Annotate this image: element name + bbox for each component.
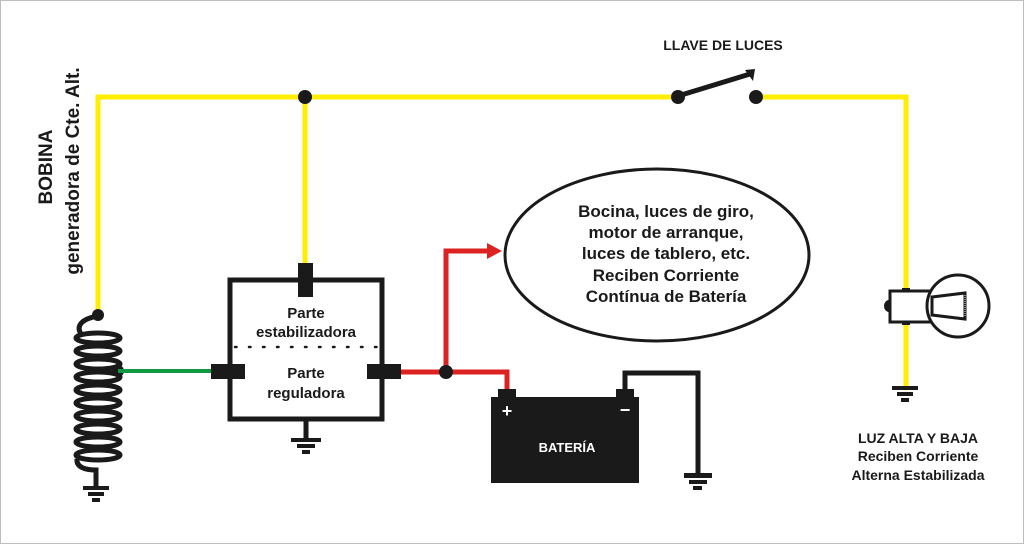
consumers-line-5: Contínua de Batería xyxy=(586,287,747,306)
coil-tap-top xyxy=(92,309,104,321)
lamp-label-line-1: LUZ ALTA Y BAJA xyxy=(858,430,978,446)
ground-icon-coil xyxy=(83,486,109,502)
lamp-terminal-top xyxy=(902,288,910,292)
regulator-terminal-top xyxy=(298,263,313,297)
regulator-terminal-right xyxy=(367,364,401,379)
consumers-line-1: Bocina, luces de giro, xyxy=(578,202,754,221)
lamp-icon xyxy=(884,273,991,339)
junction-dot-battery xyxy=(439,365,453,379)
junction-dot-top xyxy=(298,90,312,104)
lamp-label-line-2: Reciben Corriente xyxy=(858,448,979,464)
lamp-label: LUZ ALTA Y BAJA Reciben Corriente Altern… xyxy=(851,430,984,483)
switch-contact-right xyxy=(749,90,763,104)
battery-negative-sign: − xyxy=(620,400,631,420)
coil-icon xyxy=(73,313,123,486)
wire-regulator-to-battery xyxy=(401,369,510,393)
switch-lever xyxy=(677,71,751,99)
wire-switch-to-lamp xyxy=(756,94,909,291)
ac-wires xyxy=(95,94,909,386)
consumers-line-3: luces de tablero, etc. xyxy=(582,244,750,263)
arrow-icon xyxy=(487,243,502,259)
consumers-line-2: motor de arranque, xyxy=(589,223,744,242)
dc-wires xyxy=(401,248,510,393)
battery-terminal-positive xyxy=(498,389,516,399)
battery-body xyxy=(491,397,639,483)
ground-icon-lamp xyxy=(892,386,918,402)
wire-to-consumers xyxy=(443,248,489,372)
lights-switch[interactable] xyxy=(671,69,763,104)
regulator-rectifier: Parte estabilizadora Parte reguladora xyxy=(211,263,401,441)
battery-label: BATERÍA xyxy=(539,440,596,455)
regulator-lower-line2: reguladora xyxy=(267,385,345,402)
ground-icon-regulator xyxy=(291,438,321,454)
switch-lever-tip xyxy=(745,69,755,81)
coil-label: BOBINA generadora de Cte. Alt. xyxy=(36,67,84,274)
lamp-terminal-bottom xyxy=(902,321,910,325)
ground-icon-battery xyxy=(684,473,712,490)
consumers-ellipse xyxy=(503,167,811,343)
coil-label-subtitle: generadora de Cte. Alt. xyxy=(63,67,84,274)
battery-icon: + − BATERÍA xyxy=(491,389,639,483)
consumers-bubble: Bocina, luces de giro, motor de arranque… xyxy=(503,167,811,343)
regulator-lower-line1: Parte xyxy=(287,365,325,382)
regulator-upper-line1: Parte xyxy=(287,305,325,322)
wire-coil-to-top xyxy=(95,94,678,313)
wire-battery-to-ground xyxy=(622,370,701,473)
regulator-upper-line2: estabilizadora xyxy=(256,324,357,341)
regulator-terminal-left xyxy=(211,364,245,379)
consumers-line-4: Reciben Corriente xyxy=(593,266,739,285)
battery-positive-sign: + xyxy=(502,401,513,421)
battery-terminal-negative xyxy=(616,389,634,399)
lamp-label-line-3: Alterna Estabilizada xyxy=(851,467,984,483)
switch-label: LLAVE DE LUCES xyxy=(663,37,783,53)
coil-label-title: BOBINA xyxy=(36,129,57,204)
